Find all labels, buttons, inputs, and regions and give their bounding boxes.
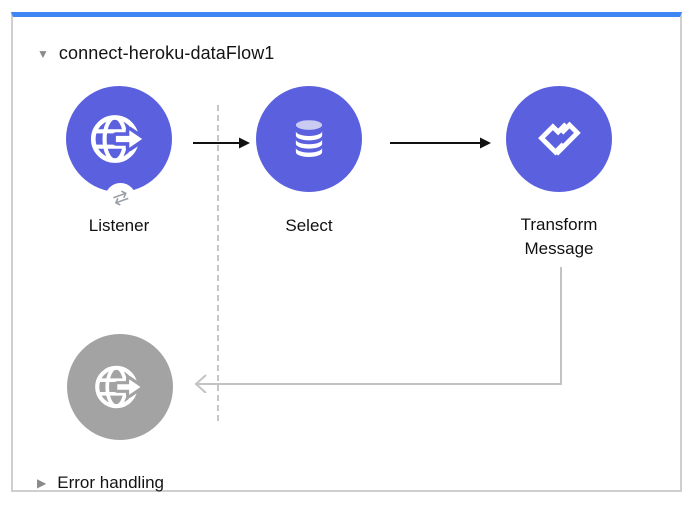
database-icon xyxy=(295,120,323,157)
flow-collapse-icon[interactable]: ▼ xyxy=(37,46,49,61)
error-handling-section[interactable]: ▶ Error handling xyxy=(37,473,164,493)
error-handling-collapse-icon[interactable]: ▶ xyxy=(37,476,47,490)
node-select-label: Select xyxy=(285,216,333,235)
globe-arrow-icon xyxy=(90,115,146,163)
node-transform-message[interactable] xyxy=(506,86,612,192)
connector-listener-select xyxy=(193,137,250,149)
node-select[interactable] xyxy=(256,86,362,192)
node-transform-message-label: Transform Message xyxy=(520,215,598,258)
node-listener[interactable] xyxy=(66,86,172,192)
flow-header: ▼ connect-heroku-dataFlow1 xyxy=(37,43,274,64)
dataweave-icon xyxy=(538,121,581,156)
message-source-badge: ⇄ xyxy=(105,183,136,214)
node-http-response-disabled[interactable] xyxy=(67,334,173,440)
flow-container[interactable]: ▼ connect-heroku-dataFlow1 xyxy=(11,12,682,492)
response-connector xyxy=(194,267,562,393)
connector-select-transform xyxy=(390,137,491,149)
node-listener-label: Listener xyxy=(88,216,150,235)
error-handling-label: Error handling xyxy=(57,473,165,492)
flow-title[interactable]: connect-heroku-dataFlow1 xyxy=(58,43,275,63)
source-exchange-icon: ⇄ xyxy=(109,185,132,212)
source-scope-divider xyxy=(217,105,219,421)
globe-arrow-icon xyxy=(95,365,144,409)
